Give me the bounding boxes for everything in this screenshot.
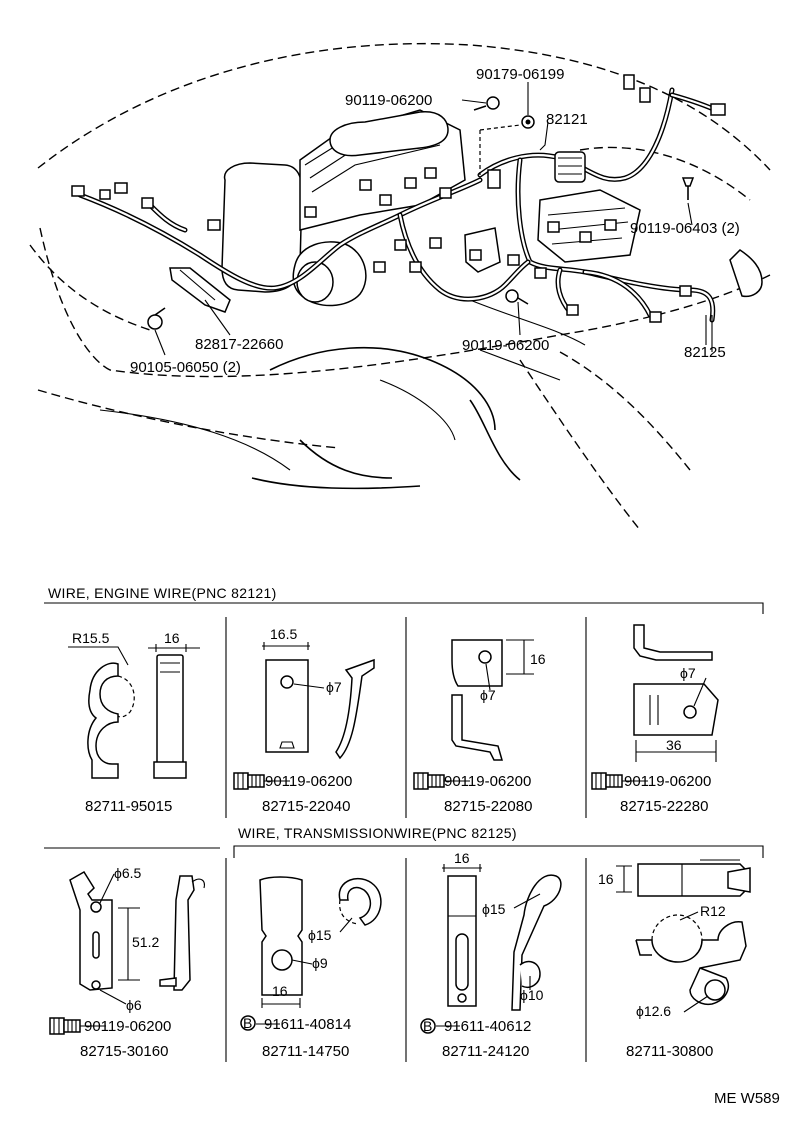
section1-title: WIRE, ENGINE WIRE(PNC 82121) (48, 585, 277, 601)
bracket-82817 (169, 267, 231, 313)
part-82715-22280: 82715-22280 (620, 798, 708, 815)
part-82715-30160: 82715-30160 (80, 1043, 168, 1060)
panel-82715-22280: ϕ7 36 90119-06200 82715-22280 (591, 624, 719, 815)
badge-b-a: B (243, 1015, 252, 1031)
part-82711-14750: 82711-14750 (262, 1043, 349, 1060)
dim-phi7-a: ϕ7 (326, 679, 342, 695)
label-90119-06403: 90119-06403 (2) (630, 220, 740, 237)
section2-title: WIRE, TRANSMISSIONWIRE(PNC 82125) (238, 825, 517, 841)
dim-phi7-b: ϕ7 (480, 687, 496, 703)
leader-lines (154, 82, 713, 356)
bolt-91611-40612: 91611-40612 (444, 1018, 531, 1035)
label-90179-06199: 90179-06199 (476, 66, 564, 83)
dim-r15-5: R15.5 (72, 630, 110, 646)
dim-phi6: ϕ6 (126, 997, 142, 1013)
panel-82711-24120: 16 ϕ15 ϕ10 B 91611-40612 82711-24120 (420, 850, 562, 1060)
bolt-icon (413, 772, 445, 790)
bolt-icon (233, 772, 265, 790)
dim-r12: R12 (700, 903, 726, 919)
dim-16-d: 16 (454, 850, 470, 866)
engine-bay-illustration (29, 42, 771, 531)
dim-phi10: ϕ10 (520, 987, 544, 1003)
panel-82715-22080: 16 ϕ7 90119-06200 82715-22080 (413, 639, 546, 815)
label-90119-06200-top: 90119-06200 (345, 92, 432, 109)
part-82711-24120: 82711-24120 (442, 1043, 529, 1060)
dim-phi9: ϕ9 (312, 955, 328, 971)
dim-16-5: 16.5 (270, 626, 297, 642)
dim-phi6-5: ϕ6.5 (114, 865, 142, 881)
part-82715-22040: 82715-22040 (262, 798, 350, 815)
dim-phi15-b: ϕ15 (482, 901, 506, 917)
connectors (71, 74, 726, 345)
dim-16-a: 16 (164, 630, 180, 646)
bolt-90119-06200-a: 90119-06200 (265, 773, 352, 790)
panel-82715-30160: ϕ6.5 51.2 ϕ6 90119-06200 82715-30160 (49, 865, 205, 1060)
dim-16-e: 16 (598, 871, 614, 887)
panel-82711-14750: ϕ15 ϕ9 16 B 91611-40814 82711-14750 (240, 876, 382, 1060)
dim-16-b: 16 (530, 651, 546, 667)
label-90119-06200-mid: 90119-06200 (462, 337, 549, 354)
part-82711-95015: 82711-95015 (85, 798, 172, 815)
bolt-icon (591, 772, 623, 790)
bolt-icon (49, 1017, 81, 1035)
panel-82711-30800: 16 R12 ϕ12.6 82711-30800 (598, 859, 751, 1060)
bolt-90119-06200-d: 90119-06200 (84, 1018, 171, 1035)
part-82711-30800: 82711-30800 (626, 1043, 713, 1060)
badge-b-icon: B (420, 1018, 436, 1034)
bolt-90119-06200-c: 90119-06200 (624, 773, 711, 790)
part-82715-22080: 82715-22080 (444, 798, 532, 815)
dim-phi12-6: ϕ12.6 (636, 1003, 671, 1019)
bolt-91611-40814: 91611-40814 (264, 1016, 351, 1033)
diagram-code: ME W589 (714, 1090, 780, 1107)
dim-51-2: 51.2 (132, 934, 159, 950)
dim-phi15-a: ϕ15 (308, 927, 332, 943)
dim-36: 36 (666, 737, 682, 753)
bolt-90119-06200-b: 90119-06200 (444, 773, 531, 790)
dim-16-c: 16 (272, 983, 288, 999)
panel-82715-22040: 16.5 ϕ7 90119-06200 82715-22040 (233, 626, 375, 815)
label-90105-06050: 90105-06050 (2) (130, 359, 241, 376)
fasteners (147, 96, 695, 330)
dim-phi7-c: ϕ7 (680, 665, 696, 681)
label-82125: 82125 (684, 344, 726, 361)
badge-b-b: B (423, 1018, 432, 1034)
panel-82711-95015: R15.5 16 82711-95015 (68, 630, 200, 815)
label-82817-22660: 82817-22660 (195, 336, 283, 353)
badge-b-icon: B (240, 1015, 256, 1031)
label-82121: 82121 (546, 111, 588, 128)
